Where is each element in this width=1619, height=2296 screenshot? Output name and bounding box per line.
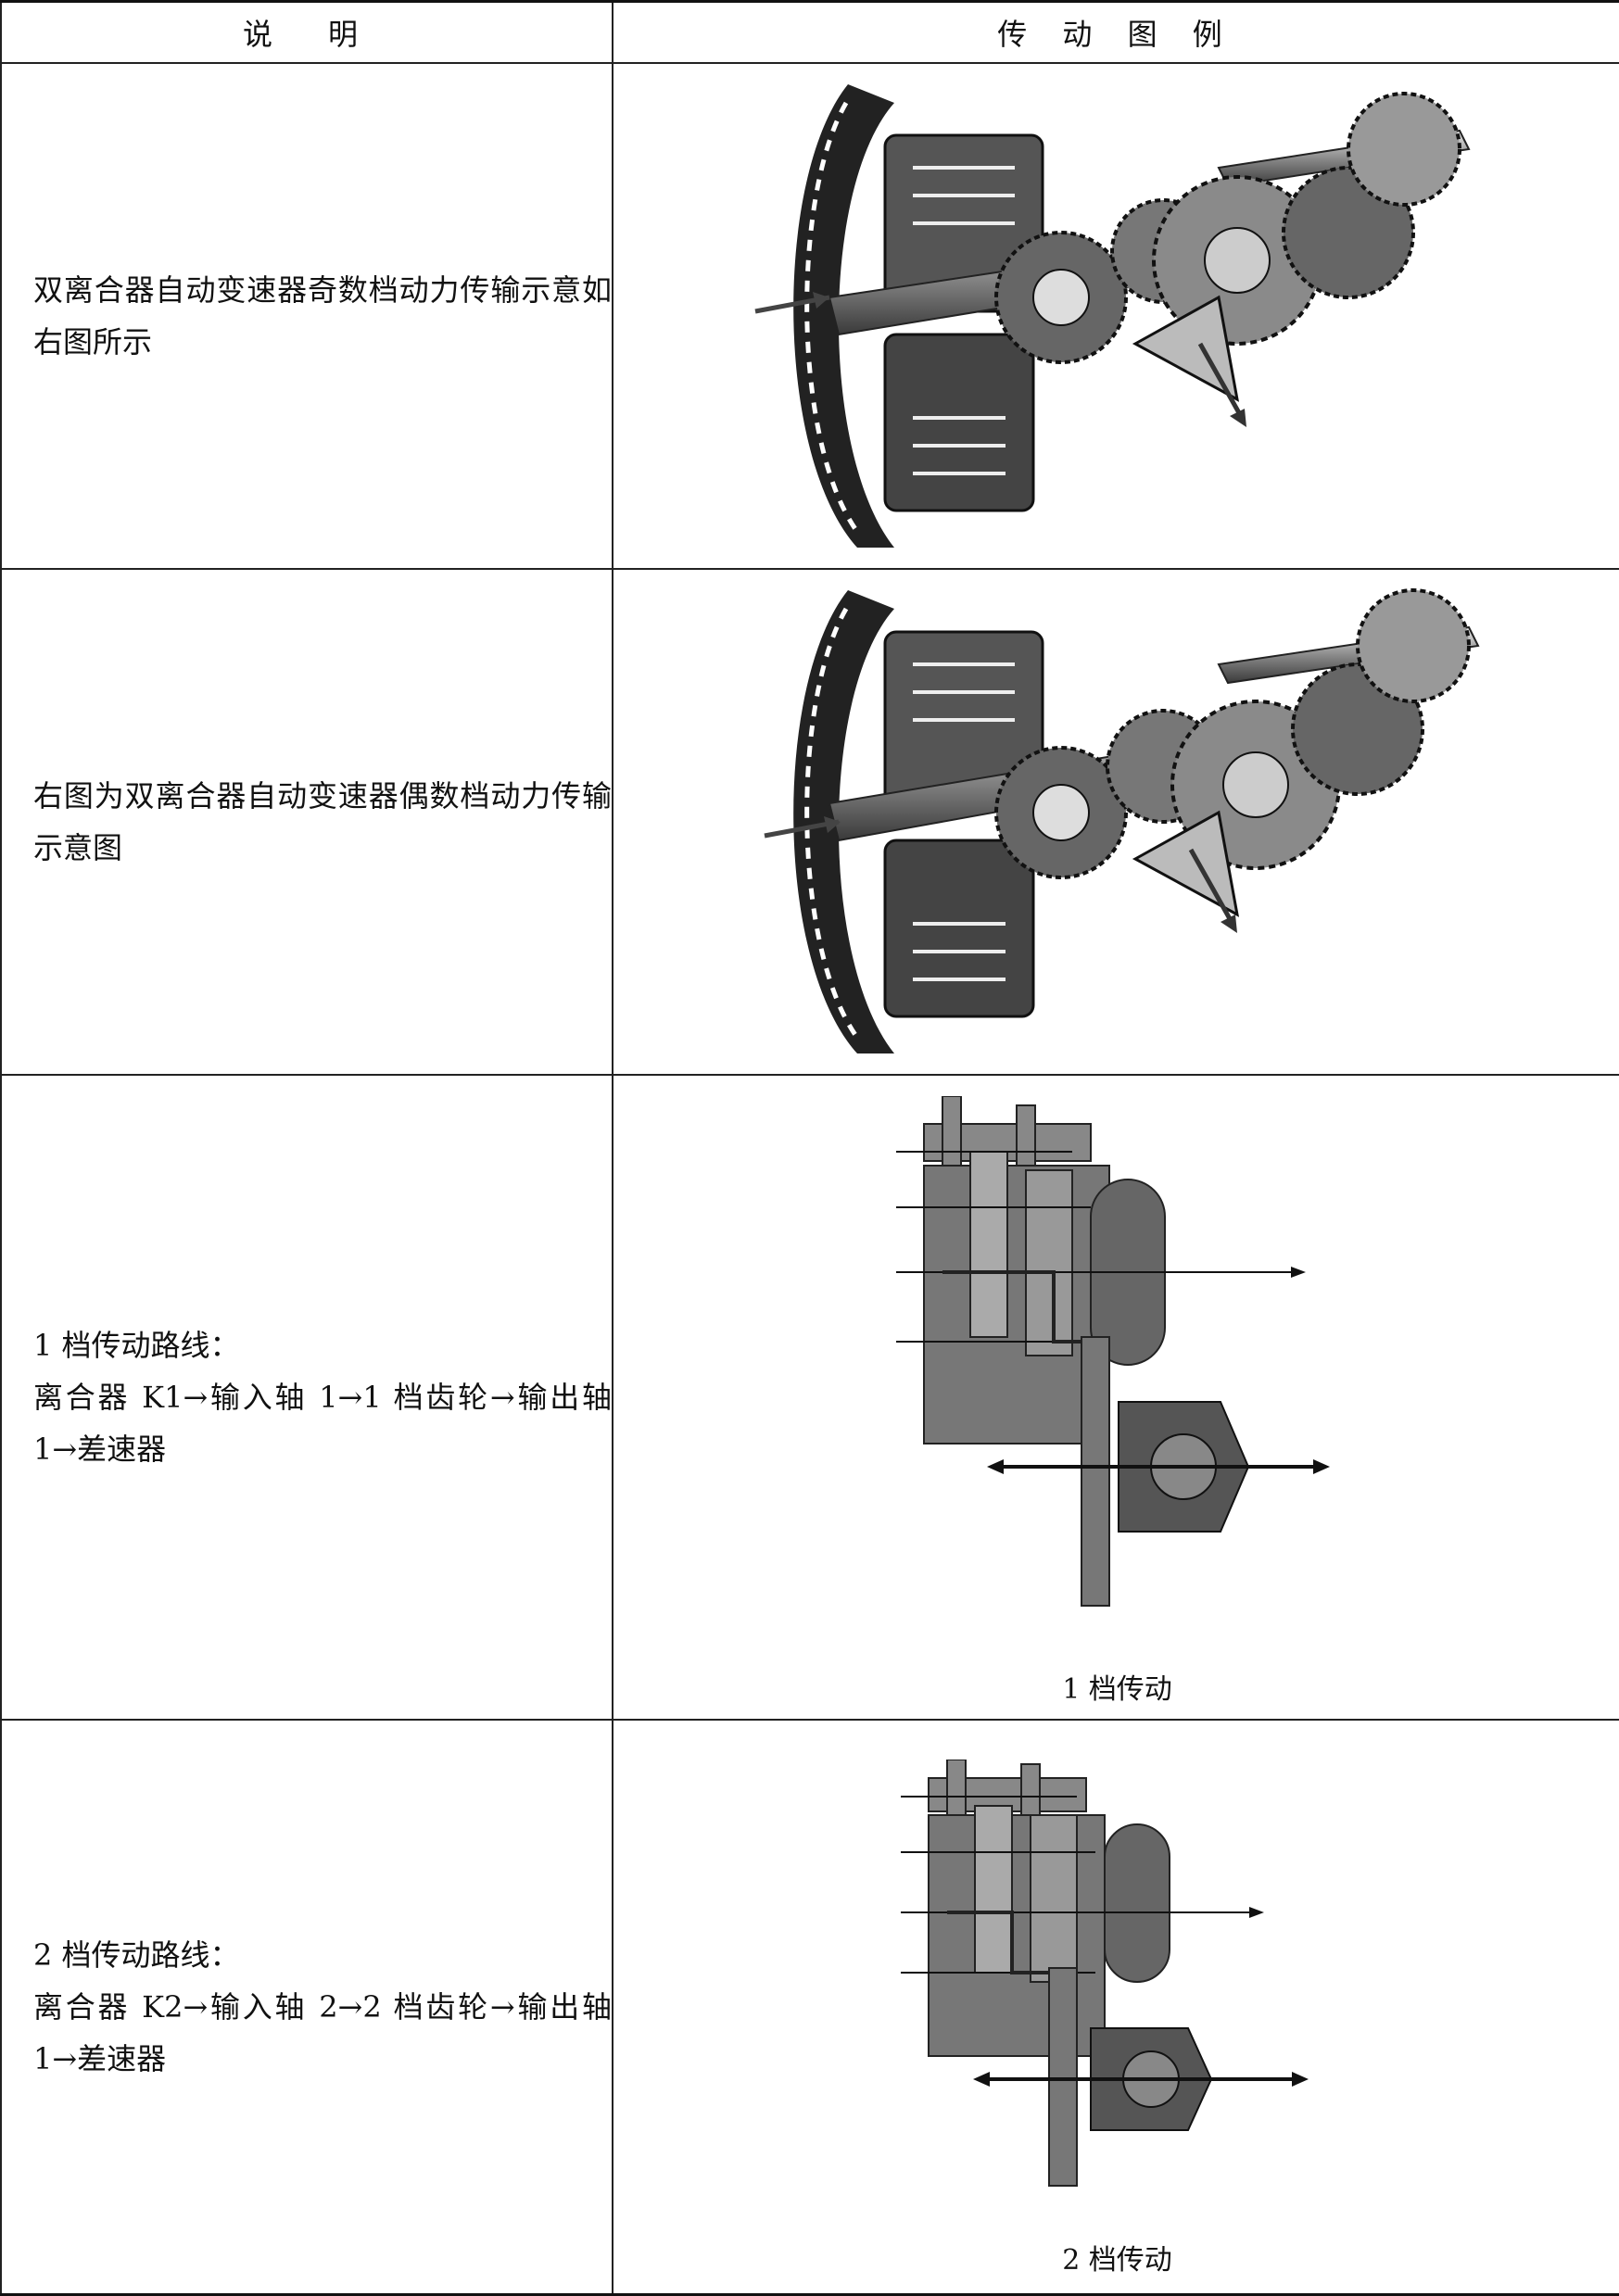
row-figure: 2 档传动 — [612, 1719, 1619, 2296]
table-row: 2 档传动路线： 离合器 K2→输入轴 2→2 档齿轮→输出轴 1→差速器 — [0, 1719, 1619, 2296]
gear-2-power-flow-icon — [901, 1759, 1309, 2187]
row-description: 2 档传动路线： 离合器 K2→输入轴 2→2 档齿轮→输出轴 1→差速器 — [0, 1719, 613, 2296]
description-line: 双离合器自动变速器奇数档动力传输示意如右图所示 — [33, 272, 612, 360]
figure-caption: 2 档传动 — [1062, 2243, 1172, 2277]
table-row: 双离合器自动变速器奇数档动力传输示意如右图所示 — [0, 62, 1619, 570]
table-row: 右图为双离合器自动变速器偶数档动力传输示意图 — [0, 568, 1619, 1076]
dual-clutch-cutaway-odd-gear-icon — [737, 66, 1497, 566]
row-figure — [612, 62, 1619, 570]
figure-caption: 1 档传动 — [1062, 1673, 1172, 1706]
row-figure: 1 档传动 — [612, 1074, 1619, 1721]
row-description: 右图为双离合器自动变速器偶数档动力传输示意图 — [0, 568, 613, 1076]
dual-clutch-cutaway-even-gear-icon — [737, 572, 1497, 1072]
gear-1-power-flow-icon — [896, 1096, 1330, 1607]
description-line: 2 档传动路线： — [33, 1936, 240, 1973]
header-description: 说 明 — [0, 0, 613, 64]
description-line: 离合器 K2→输入轴 2→2 档齿轮→输出轴 1→差速器 — [33, 1988, 612, 2076]
table-header-row: 说 明 传 动 图 例 — [0, 0, 1619, 64]
row-figure — [612, 568, 1619, 1076]
description-line: 右图为双离合器自动变速器偶数档动力传输示意图 — [33, 778, 612, 865]
description-line: 1 档传动路线： — [33, 1328, 240, 1363]
table-row: 1 档传动路线： 离合器 K1→输入轴 1→1 档齿轮→输出轴 1→差速器 — [0, 1074, 1619, 1721]
description-line: 离合器 K1→输入轴 1→1 档齿轮→输出轴 1→差速器 — [33, 1380, 612, 1467]
header-diagram: 传 动 图 例 — [612, 0, 1619, 64]
row-description: 1 档传动路线： 离合器 K1→输入轴 1→1 档齿轮→输出轴 1→差速器 — [0, 1074, 613, 1721]
row-description: 双离合器自动变速器奇数档动力传输示意如右图所示 — [0, 62, 613, 570]
